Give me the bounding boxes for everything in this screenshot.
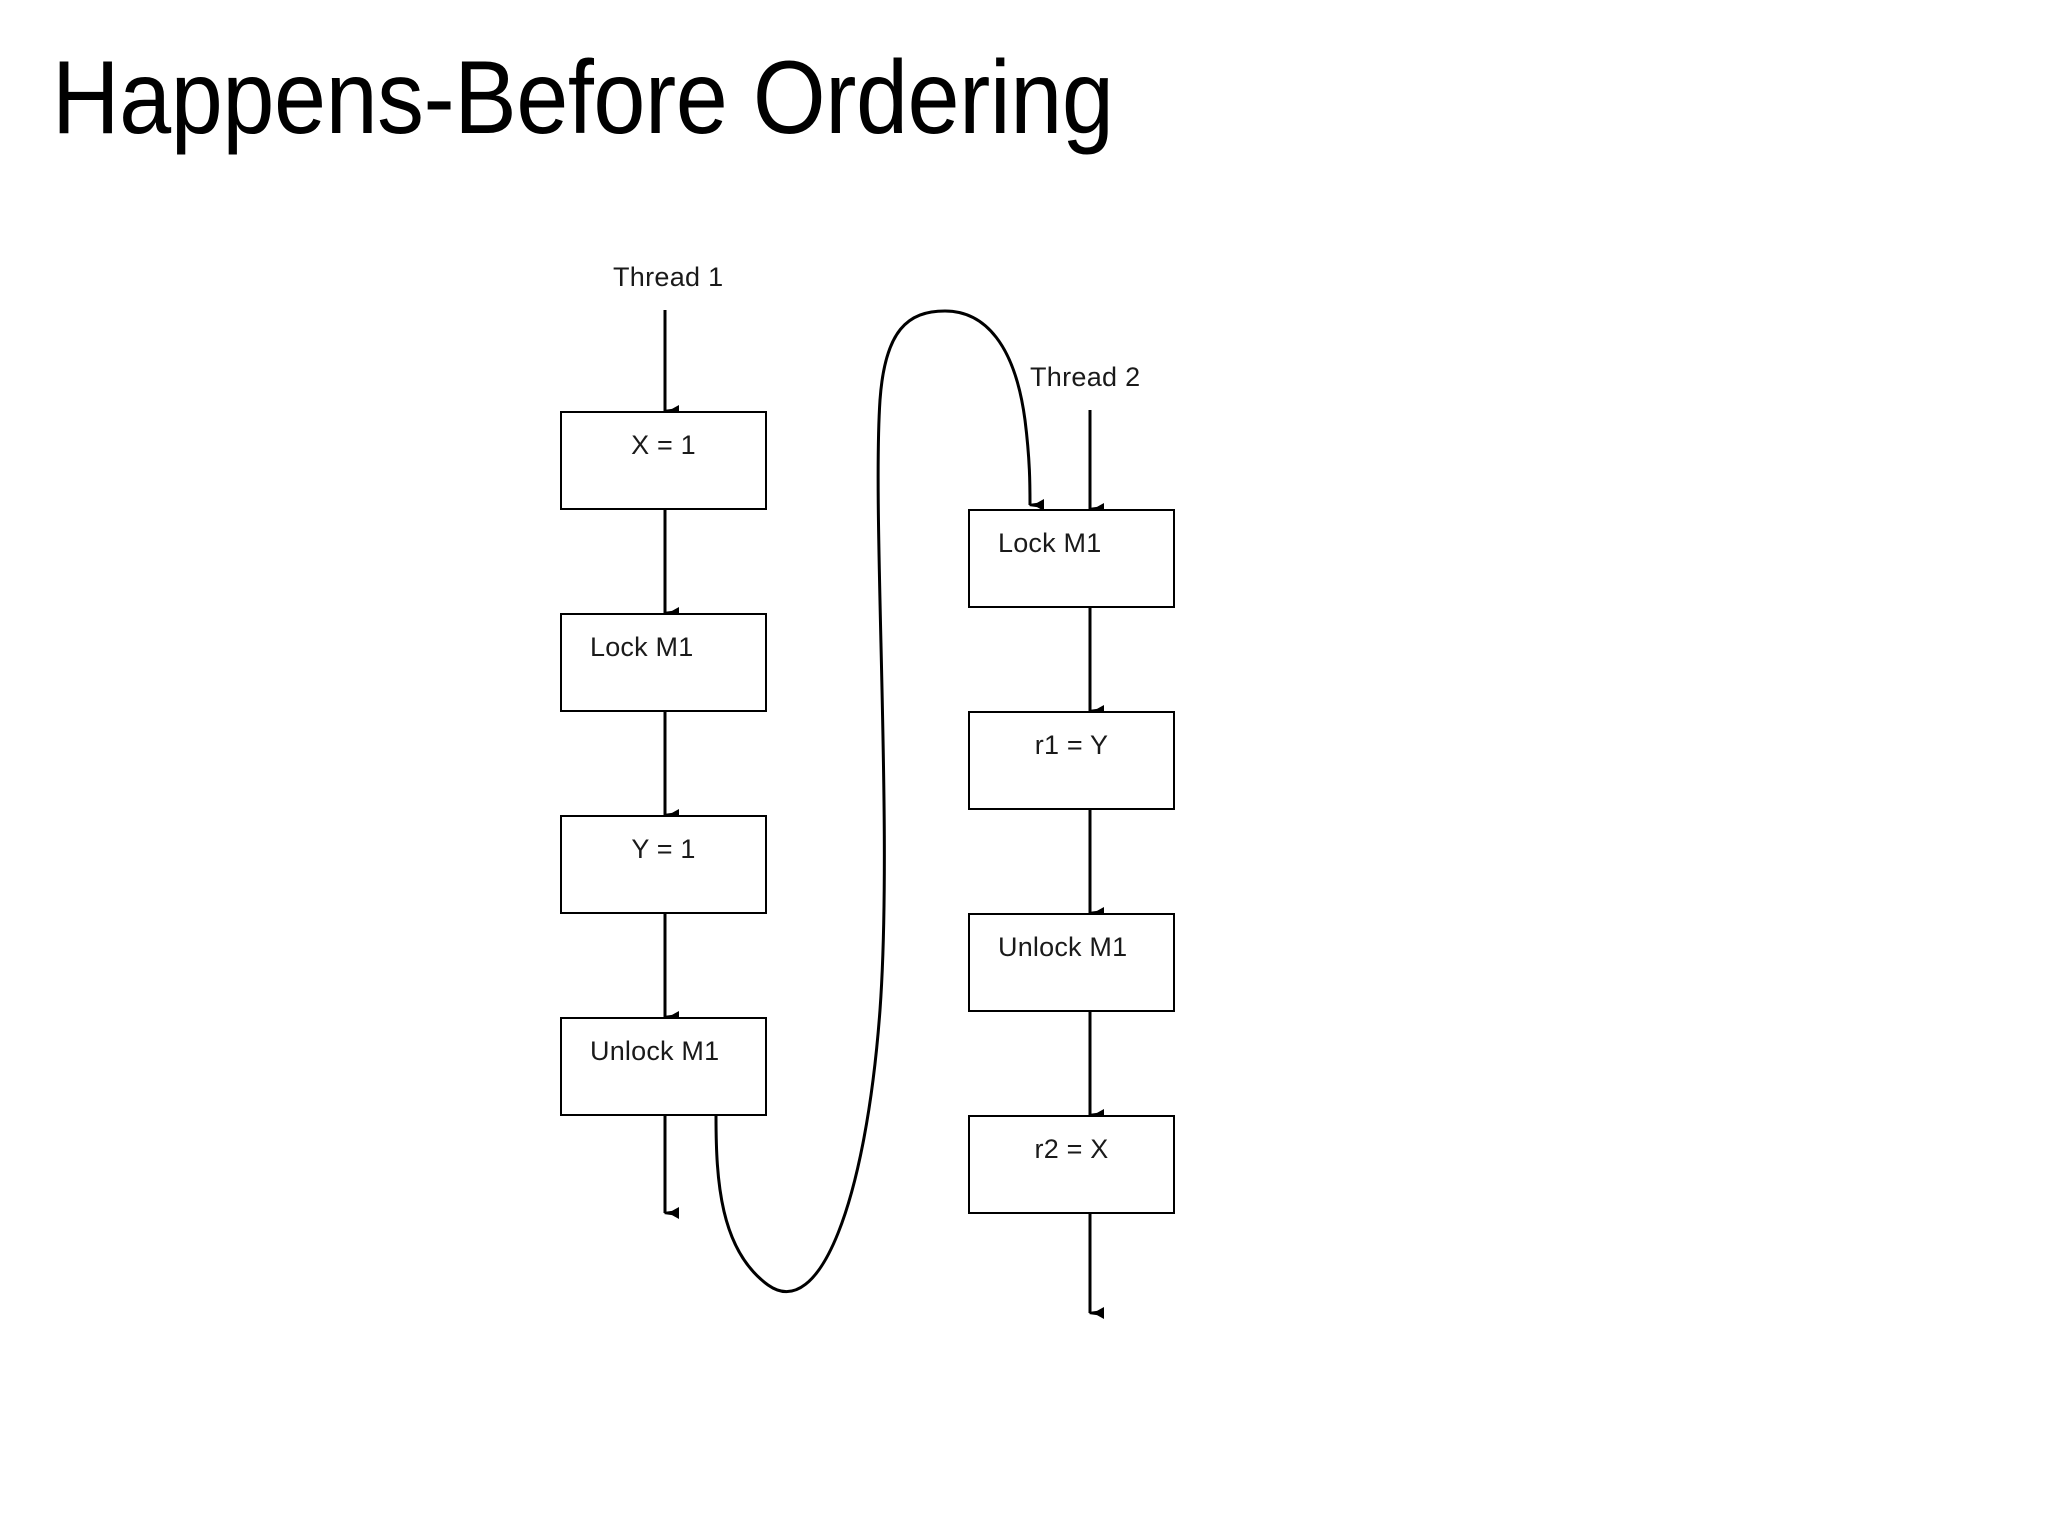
node-label: Unlock M1 xyxy=(590,1036,720,1066)
node-thread1-lock[interactable]: Lock M1 xyxy=(560,613,767,712)
node-label: X = 1 xyxy=(631,430,696,460)
happens-before-edge xyxy=(714,309,1045,1293)
node-label: Lock M1 xyxy=(590,632,694,662)
node-thread2-r1-read[interactable]: r1 = Y xyxy=(968,711,1175,810)
thread-1-caption: Thread 1 xyxy=(613,262,724,292)
node-label: Lock M1 xyxy=(998,528,1102,558)
node-thread2-unlock[interactable]: Unlock M1 xyxy=(968,913,1175,1012)
node-label: Unlock M1 xyxy=(998,932,1128,962)
node-thread2-lock[interactable]: Lock M1 xyxy=(968,509,1175,608)
node-label: r2 = X xyxy=(1034,1134,1109,1164)
node-label: r1 = Y xyxy=(1034,730,1109,760)
thread-2-caption: Thread 2 xyxy=(1030,362,1141,392)
node-thread2-r2-read[interactable]: r2 = X xyxy=(968,1115,1175,1214)
node-thread1-y-assign[interactable]: Y = 1 xyxy=(560,815,767,914)
node-thread1-unlock[interactable]: Unlock M1 xyxy=(560,1017,767,1116)
page-title: Happens-Before Ordering xyxy=(52,40,1114,156)
node-thread1-x-assign[interactable]: X = 1 xyxy=(560,411,767,510)
node-label: Y = 1 xyxy=(631,834,696,864)
